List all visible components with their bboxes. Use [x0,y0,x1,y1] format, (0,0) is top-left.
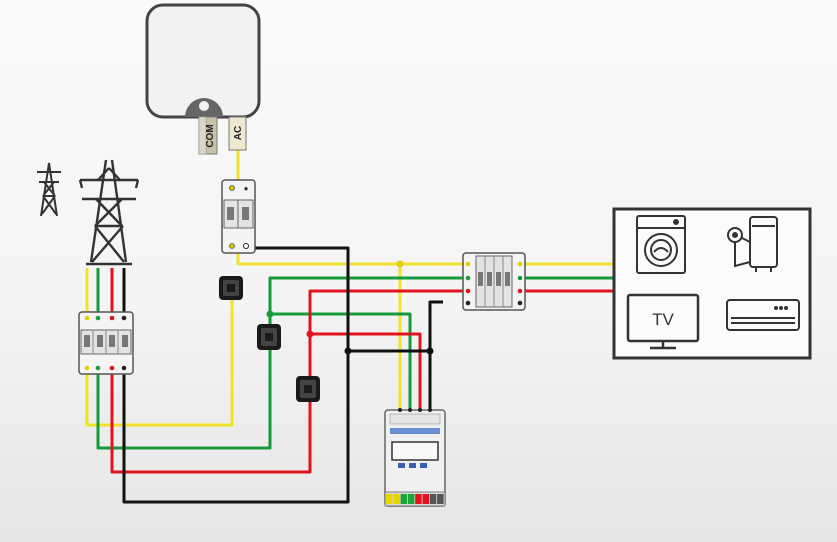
tv-icon: TV [626,293,700,350]
com-label: COM [205,124,216,147]
wire-neutral-meter [348,349,432,410]
wire-l3-meter [310,332,422,410]
load-breaker[interactable] [462,252,526,311]
energy-meter [384,408,446,507]
washing-machine-icon [636,215,686,274]
transmission-tower-icon [78,159,140,266]
meter-display [391,441,439,461]
meter-terminal [422,494,429,504]
meter-button[interactable] [409,463,416,468]
ac-connector[interactable]: AC [228,116,247,151]
meter-terminal [393,494,400,504]
wire-neutral-stub [428,300,443,351]
junction-dots [266,260,434,355]
wires [85,150,614,504]
wire-l2-meter [270,312,412,410]
com-connector[interactable]: COM [198,116,218,155]
inverter-port-hole [199,101,209,111]
meter-terminal [407,494,415,504]
power-pylon-icon [37,162,61,217]
ct-sensor-l3[interactable] [296,376,320,402]
meter-button[interactable] [398,463,405,468]
ac-label: AC [233,126,244,140]
ct-sensor-l2[interactable] [257,324,281,350]
ac-breaker[interactable]: ● [221,179,256,254]
wire-l3-main [110,268,463,474]
meter-button[interactable] [420,463,427,468]
wire-neutral-main [122,246,350,504]
meter-terminal [386,494,393,504]
wire-l2-main [96,268,463,450]
air-conditioner-icon [726,299,800,331]
main-breaker[interactable] [78,311,134,375]
inverter: COM AC [145,3,261,155]
home-loads: TV [612,207,812,360]
loads-panel [612,207,812,360]
meter-terminal [429,494,437,504]
meter-terminals [386,494,444,504]
meter-terminal [437,494,444,504]
water-heater-icon [727,216,778,272]
meter-terminal [400,494,408,504]
tv-label: TV [652,310,674,329]
meter-terminal [415,494,422,504]
ct-sensor-l1[interactable] [219,276,243,300]
breaker-mark-icon: ● [244,184,249,193]
wire-l1-bus [236,248,463,266]
